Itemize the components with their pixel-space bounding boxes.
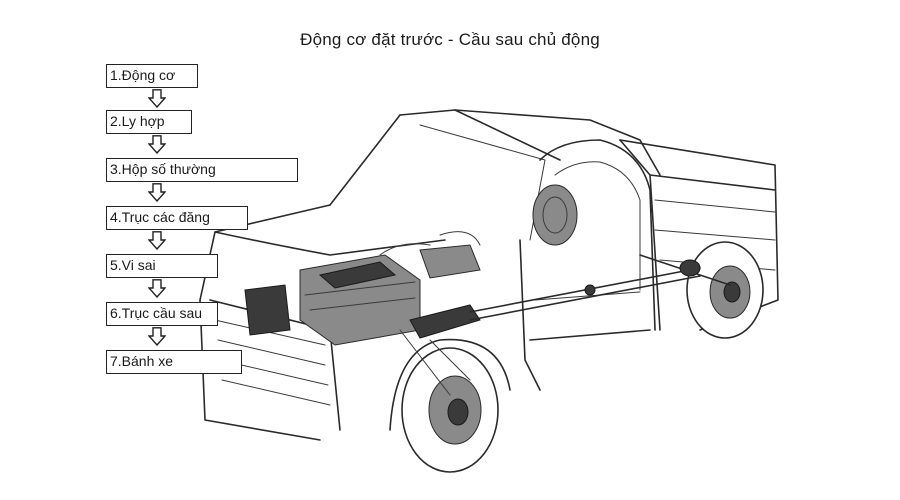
step-gearbox: 3.Hộp số thường [106,158,298,182]
step-wheel: 7.Bánh xe [106,350,242,374]
step-drive-shaft: 4.Trục các đăng [106,206,248,230]
down-outline-arrow-icon [148,231,166,250]
down-outline-arrow-icon [148,135,166,154]
down-outline-arrow-icon [148,279,166,298]
diagram-title: Động cơ đặt trước - Cầu sau chủ động [300,30,600,49]
step-engine: 1.Động cơ [106,64,198,88]
step-rear-axle: 6.Trục cầu sau [106,302,218,326]
down-outline-arrow-icon [148,327,166,346]
step-clutch: 2.Ly hợp [106,110,192,134]
down-outline-arrow-icon [148,89,166,108]
step-differential: 5.Vi sai [106,254,218,278]
down-outline-arrow-icon [148,183,166,202]
